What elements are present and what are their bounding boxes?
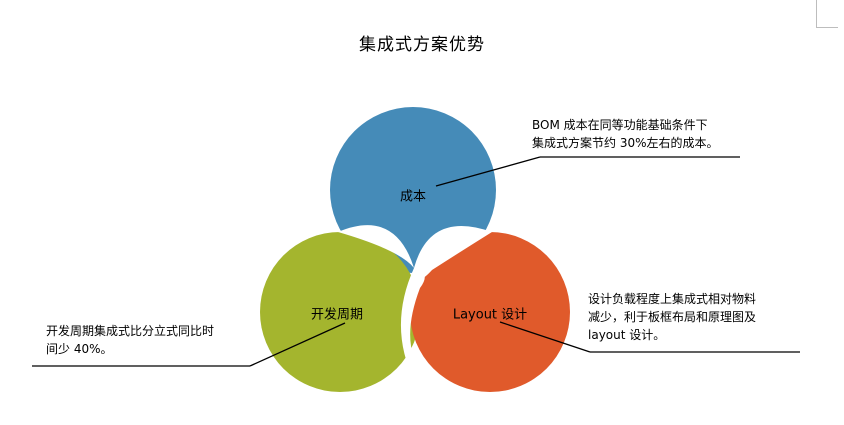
note-cost-line-2: 集成式方案节约 30%左右的成本。 — [532, 136, 719, 150]
circle-cycle — [260, 232, 420, 392]
label-cost: 成本 — [399, 189, 427, 205]
note-layout-line-1: 设计负载程度上集成式相对物料 — [588, 292, 757, 306]
note-cycle-line-2: 间少 40%。 — [46, 342, 113, 356]
note-cycle-line-1: 开发周期集成式比分立式同比时 — [46, 324, 215, 338]
note-cost-line-1: BOM 成本在同等功能基础条件下 — [532, 118, 708, 132]
leader-line-cycle — [249, 322, 346, 367]
leader-line-layout — [499, 321, 591, 353]
diagram-title: 集成式方案优势 — [359, 35, 485, 55]
note-cost: BOM 成本在同等功能基础条件下 集成式方案节约 30%左右的成本。 — [532, 116, 719, 152]
note-cycle: 开发周期集成式比分立式同比时 间少 40%。 — [46, 322, 214, 358]
page-corner-mark — [816, 0, 838, 28]
note-layout-line-3: layout 设计。 — [588, 328, 666, 342]
leader-lines — [32, 156, 800, 367]
overlap-cutouts — [338, 225, 492, 388]
note-layout-line-2: 减少，利于板框布局和原理图及 — [588, 310, 757, 324]
label-cycle: 开发周期 — [310, 307, 364, 323]
note-layout: 设计负载程度上集成式相对物料 减少，利于板框布局和原理图及 layout 设计。 — [588, 290, 756, 344]
leader-line-cost — [435, 156, 541, 187]
circle-layout — [410, 232, 570, 392]
label-layout: Layout 设计 — [452, 307, 528, 323]
